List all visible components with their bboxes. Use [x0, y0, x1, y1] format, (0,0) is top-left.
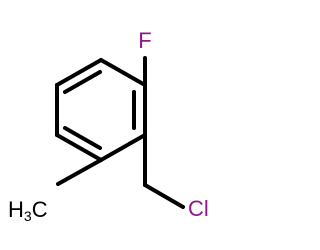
molecule-drawing: F Cl H3C: [8, 28, 209, 224]
methyl-subscript-label: 3: [24, 208, 32, 224]
chlorine-label: Cl: [188, 196, 209, 221]
methyl-h-label: H: [8, 197, 24, 222]
structure-canvas: F Cl H3C: [8, 27, 209, 224]
ring-double-bond-bottom-left: [63, 126, 102, 150]
fluorine-label: F: [138, 28, 151, 53]
chloromethyl-bond-2: [143, 183, 185, 209]
ring-bond-bottom-right: [99, 133, 147, 162]
methyl-label: H3C: [8, 197, 48, 224]
methyl-bond: [56, 158, 103, 186]
ring-bond-top-left: [55, 58, 103, 87]
benzene-ring: [55, 58, 147, 162]
ring-double-bond-top-left: [63, 70, 102, 94]
ring-bond-bottom-left: [55, 133, 103, 162]
methyl-c-label: C: [32, 197, 48, 222]
ring-bond-top-right: [99, 58, 147, 87]
